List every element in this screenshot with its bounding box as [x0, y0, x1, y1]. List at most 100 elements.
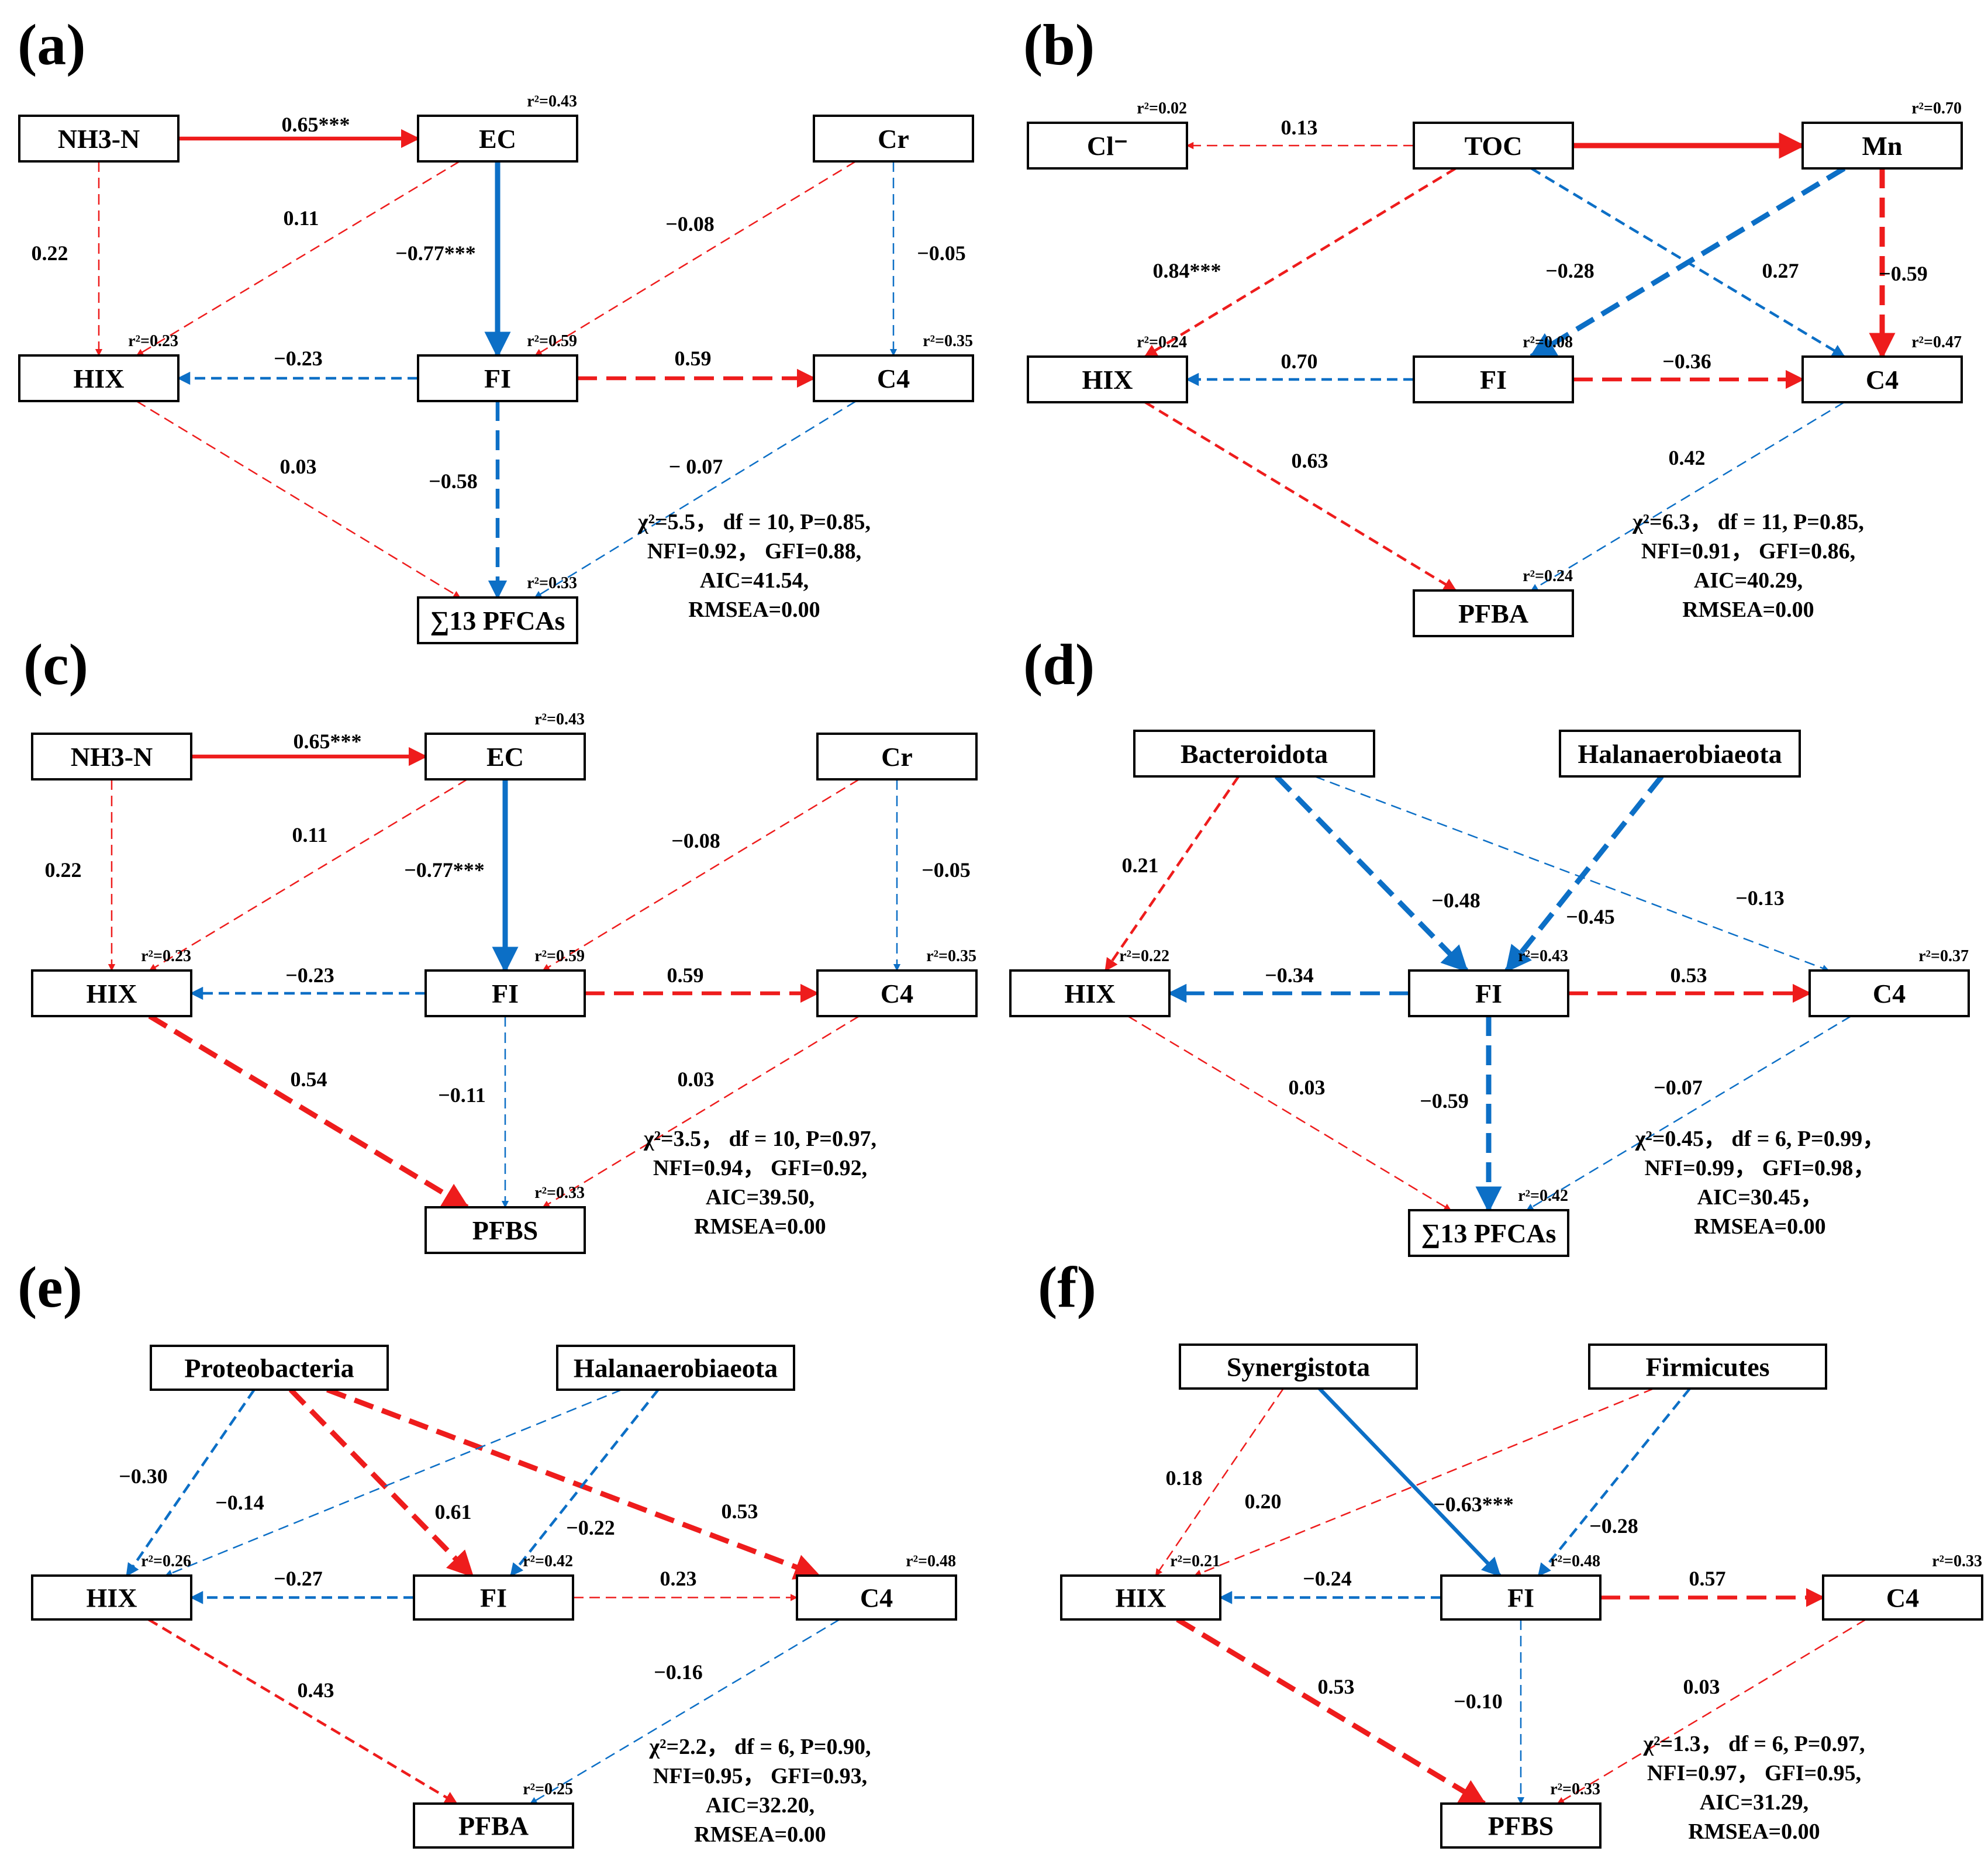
r2-c-ec: r²=0.43 [534, 710, 585, 728]
path-b-c4-to-out [1530, 401, 1845, 592]
node-label-f-fi: FI [1507, 1583, 1534, 1613]
node-label-e-hix: HIX [87, 1583, 137, 1613]
panel-a-labels: (a)0.65***0.220.11−0.77***−0.08−0.05−0.2… [18, 12, 973, 622]
coef-f-fi-to-hix: −0.24 [1303, 1567, 1352, 1590]
path-a-ec-to-hix [136, 160, 460, 357]
node-box-a-fi [417, 354, 578, 402]
r2-d-hix: r²=0.22 [1119, 947, 1169, 965]
r2-b-cl: r²=0.02 [1137, 99, 1187, 118]
r2-f-fi: r²=0.48 [1550, 1552, 1600, 1570]
node-label-b-hix: HIX [1082, 365, 1133, 395]
coef-a-fi-to-out: −0.58 [429, 469, 478, 493]
r2-a-out: r²=0.33 [527, 574, 577, 592]
coef-a-hix-to-out: 0.03 [280, 455, 317, 478]
node-label-d-hal: Halanaerobiaeota [1578, 739, 1782, 769]
node-label-c-nh3: NH3-N [71, 742, 153, 772]
r2-a-ec: r²=0.43 [527, 92, 577, 110]
panel-label-b: (b) [1023, 12, 1095, 77]
node-box-a-cr [813, 115, 974, 163]
r2-d-fi: r²=0.43 [1518, 947, 1568, 965]
coef-f-fir-to-hix: 0.20 [1245, 1490, 1282, 1513]
node-label-c-fi: FI [492, 979, 519, 1009]
r2-c-hix: r²=0.23 [141, 947, 191, 965]
node-box-d-out [1408, 1209, 1569, 1257]
node-box-e-fi [413, 1574, 574, 1621]
node-box-d-c4 [1808, 969, 1970, 1017]
r2-f-hix: r²=0.21 [1170, 1552, 1220, 1570]
fit-stats-d-line-1: NFI=0.99， GFI=0.98， [1645, 1156, 1876, 1180]
coef-c-ec-to-hix: 0.11 [292, 823, 327, 847]
path-d-c4-to-out [1526, 1015, 1852, 1211]
coef-c-hix-to-out: 0.54 [291, 1068, 327, 1091]
path-e-hix-to-out [147, 1618, 458, 1805]
panel-e-edges [125, 1387, 840, 1805]
r2-b-c4: r²=0.47 [1911, 333, 1962, 351]
coef-a-ec-to-fi: −0.77*** [395, 241, 476, 265]
coef-e-c4-to-out: −0.16 [654, 1660, 703, 1684]
coef-f-syn-to-fi: −0.63*** [1433, 1493, 1514, 1516]
coef-a-c4-to-out: − 0.07 [669, 455, 723, 478]
node-box-f-fir [1588, 1344, 1827, 1390]
node-box-b-toc [1413, 122, 1574, 170]
coef-c-c4-to-out: 0.03 [678, 1068, 715, 1091]
panel-c-labels: (c)0.65***0.220.11−0.77***−0.08−0.05−0.2… [23, 632, 976, 1239]
coef-d-fi-to-out: −0.59 [1420, 1089, 1469, 1113]
coef-c-fi-to-hix: −0.23 [285, 963, 334, 987]
path-b-mn-to-fi [1528, 166, 1846, 359]
node-box-b-hix [1027, 355, 1188, 403]
path-b-hix-to-out [1144, 401, 1457, 592]
node-label-b-mn: Mn [1862, 131, 1903, 161]
fit-stats-b-line-3: RMSEA=0.00 [1682, 598, 1814, 622]
coef-a-cr-to-fi: −0.08 [665, 212, 715, 236]
coef-c-fi-to-c4: 0.59 [667, 963, 704, 987]
node-label-d-bac: Bacteroidota [1181, 739, 1328, 769]
coef-b-fi-to-c4: 0.63 [1292, 449, 1328, 472]
node-label-e-pro: Proteobacteria [184, 1353, 354, 1383]
coef-c-cr-to-c4: −0.05 [921, 858, 971, 882]
node-label-b-cl: Cl⁻ [1087, 131, 1128, 161]
node-box-f-syn [1179, 1344, 1418, 1390]
fit-stats-e-line-1: NFI=0.95， GFI=0.93, [653, 1764, 867, 1788]
coef-b-hix-to-out: 0.42 [1669, 446, 1706, 469]
path-e-pro-to-c4 [326, 1387, 822, 1580]
r2-a-c4: r²=0.35 [923, 332, 973, 350]
node-box-b-fi [1413, 355, 1574, 403]
node-label-e-out: PFBA [458, 1811, 529, 1841]
node-label-f-c4: C4 [1886, 1583, 1919, 1613]
r2-b-mn: r²=0.70 [1911, 99, 1962, 118]
node-box-a-hix [18, 354, 180, 402]
panel-label-f: (f) [1038, 1255, 1096, 1320]
path-d-hix-to-out [1127, 1015, 1452, 1211]
path-f-hix-to-out [1176, 1617, 1487, 1806]
node-label-a-nh3: NH3-N [58, 124, 140, 154]
panel-label-a: (a) [18, 12, 86, 77]
node-box-c-fi [424, 969, 586, 1017]
node-label-d-fi: FI [1475, 979, 1502, 1009]
path-d-bac-to-c4 [1314, 775, 1830, 972]
coef-e-hix-to-out: 0.43 [298, 1678, 334, 1702]
coef-e-fi-to-hix: −0.27 [274, 1567, 323, 1590]
path-f-fir-to-hix [1193, 1387, 1654, 1577]
panel-f-edges [1155, 1387, 1866, 1806]
node-box-a-nh3 [18, 115, 180, 163]
path-c-cr-to-fi [542, 778, 860, 972]
panel-d-edges [1104, 774, 1852, 1213]
coef-a-nh3-to-hix: 0.22 [32, 241, 68, 265]
path-f-syn-to-hix [1155, 1388, 1284, 1577]
node-label-a-hix: HIX [74, 364, 125, 393]
fit-stats-f-line-0: χ²=1.3， df = 6, P=0.97, [1643, 1732, 1865, 1756]
coef-d-hal-to-fi: −0.45 [1566, 905, 1615, 928]
fit-stats-f-line-3: RMSEA=0.00 [1688, 1819, 1820, 1844]
path-c-c4-to-out [542, 1015, 860, 1208]
node-label-d-hix: HIX [1065, 979, 1116, 1009]
node-box-c-ec [424, 733, 586, 780]
fit-stats-b-line-0: χ²=6.3， df = 11, P=0.85, [1632, 510, 1864, 534]
node-box-b-cl [1027, 122, 1188, 170]
node-box-d-hal [1559, 730, 1801, 778]
node-box-d-hix [1009, 969, 1171, 1017]
